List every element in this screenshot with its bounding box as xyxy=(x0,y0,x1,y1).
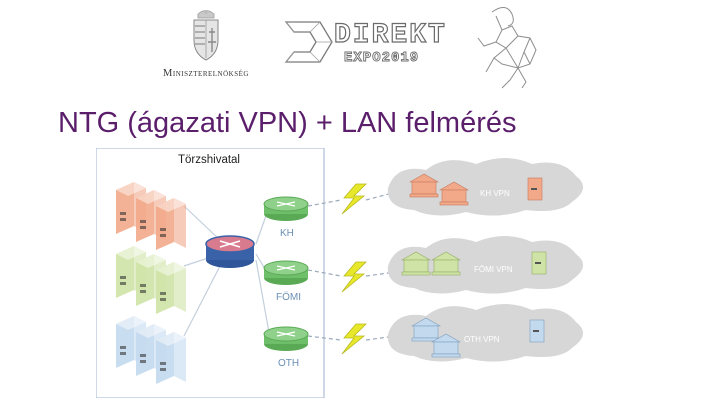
building-fomi-1-icon xyxy=(400,251,432,276)
network-diagram: Törzshivatal xyxy=(95,147,720,399)
expo-title: DIREKT xyxy=(333,19,447,51)
building-fomi-2-icon xyxy=(430,251,462,276)
cloud-fomi-label: FÖMI VPN xyxy=(474,265,513,274)
building-oth-2-icon xyxy=(430,333,462,358)
router-kh-icon xyxy=(263,196,309,221)
hq-label: Törzshivatal xyxy=(178,154,240,166)
lightning-fomi-icon xyxy=(341,261,367,293)
expo-logo-icon xyxy=(284,16,336,68)
cloud-kh xyxy=(387,158,584,216)
server-fomi-icon xyxy=(531,251,547,275)
server-oth-icon xyxy=(529,319,545,343)
expo-subtitle: EXPO2019 xyxy=(344,50,420,67)
coat-of-arms-logo xyxy=(188,8,224,64)
ministry-label: Miniszterelnökség xyxy=(163,68,249,79)
router-oth-icon xyxy=(263,326,309,351)
cloud-kh-label: KH VPN xyxy=(480,189,510,198)
router-kh-label: KH xyxy=(280,228,294,239)
lightning-oth-icon xyxy=(341,323,367,355)
lightning-kh-icon xyxy=(341,183,367,215)
slide-title: NTG (ágazati VPN) + LAN felmérés xyxy=(58,107,517,139)
router-oth-label: OTH xyxy=(278,358,299,369)
cloud-fomi xyxy=(387,236,584,294)
building-oth-1-icon xyxy=(410,317,442,342)
router-fomi-icon xyxy=(263,260,309,285)
cloud-oth-label: OTH VPN xyxy=(464,335,500,344)
building-kh-2-icon xyxy=(438,181,470,206)
server-kh-icon xyxy=(527,177,543,201)
core-router-icon xyxy=(205,235,255,268)
router-fomi-label: FÖMI xyxy=(276,291,301,303)
building-kh-1-icon xyxy=(408,173,440,198)
ram-mascot-icon xyxy=(472,2,544,90)
